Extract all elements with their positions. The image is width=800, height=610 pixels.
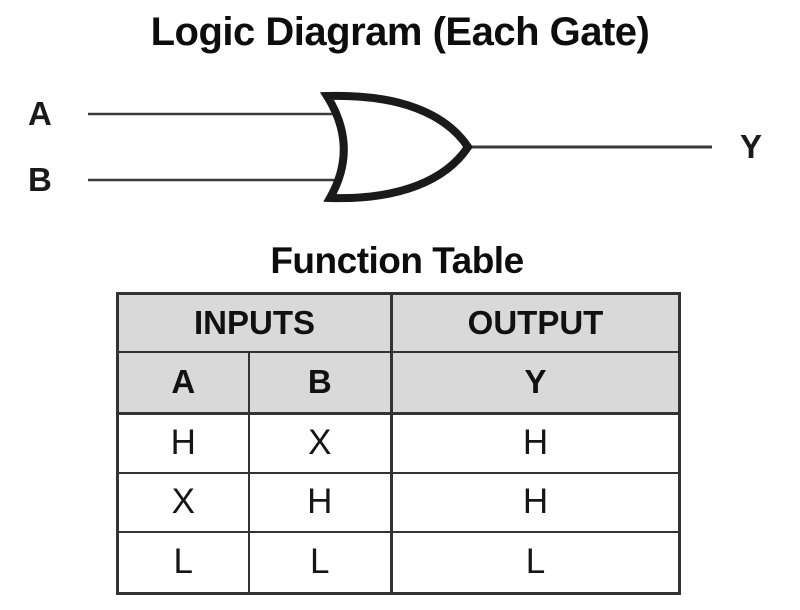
function-table: INPUTS OUTPUT A B Y H X H X H H L L L [116,292,682,595]
table-group-header-row: INPUTS OUTPUT [116,292,681,353]
column-header-y: Y [390,350,681,415]
table-row: H X H [116,412,681,474]
cell-b: L [247,530,393,595]
table-row: X H H [116,471,681,533]
cell-b: H [247,471,393,533]
or-gate-symbol [88,91,712,203]
input-b-label: B [28,161,52,198]
output-group-header: OUTPUT [390,292,681,353]
cell-y: L [390,530,681,595]
table-row: L L L [116,530,681,595]
cell-y: H [390,412,681,474]
inputs-group-header: INPUTS [116,292,393,353]
output-y-label: Y [740,128,763,165]
input-a-label: A [28,95,52,132]
function-table-title: Function Table [270,240,524,281]
cell-a: H [116,412,250,474]
or-gate-body [319,91,473,203]
table-column-header-row: A B Y [116,350,681,415]
cell-a: L [116,530,250,595]
cell-b: X [247,412,393,474]
column-header-b: B [247,350,393,415]
logic-diagram-title: Logic Diagram (Each Gate) [150,10,650,54]
cell-y: H [390,471,681,533]
cell-a: X [116,471,250,533]
column-header-a: A [116,350,250,415]
